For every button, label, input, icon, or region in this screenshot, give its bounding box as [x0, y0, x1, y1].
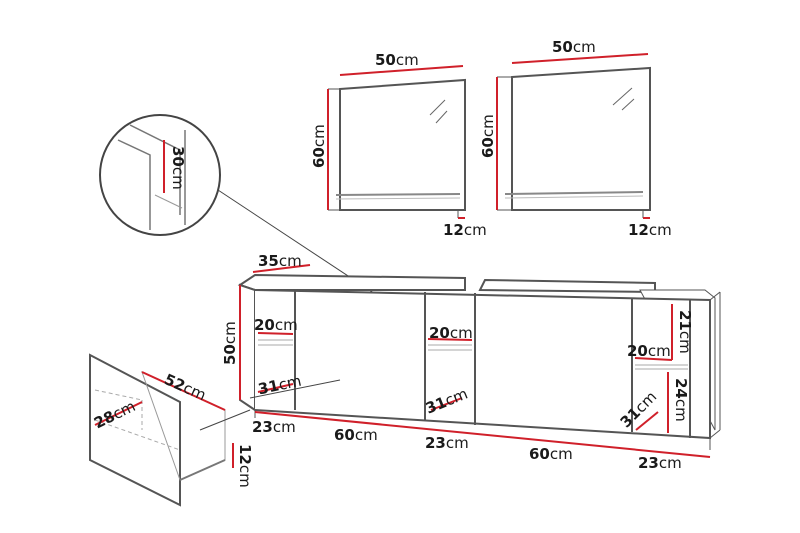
mid-shelf-upper-label: 20cm [429, 324, 473, 342]
bottom-dim-1: 23cm [252, 418, 296, 436]
cabinet [237, 273, 721, 450]
mirror-1 [327, 78, 466, 218]
mirror-1-height-label: 60cm [310, 124, 328, 168]
left-shelf-upper-label: 20cm [254, 316, 298, 334]
mirror-2 [496, 66, 651, 218]
detail-circle [99, 114, 393, 306]
cabinet-height-label: 50cm [221, 321, 239, 365]
right-shelf-upper-label: 20cm [627, 342, 671, 360]
mirror-1-shelf-label: 12cm [443, 221, 487, 239]
mirror-2-width-label: 50cm [552, 38, 596, 56]
bottom-dim-2: 60cm [334, 426, 378, 444]
cabinet-depth-label: 35cm [258, 252, 302, 270]
mirror-2-shelf-label: 12cm [628, 221, 672, 239]
mirror-1-width-label: 50cm [375, 51, 419, 69]
right-shelf-bottom-height-label: 24cm [672, 378, 690, 422]
dimension-lines [94, 53, 711, 468]
drawer [89, 353, 251, 507]
mirror-2-height-label: 60cm [479, 114, 497, 158]
bottom-dim-4: 60cm [529, 445, 573, 463]
right-shelf-top-height-label: 21cm [676, 310, 694, 354]
detail-height-label: 30cm [169, 146, 187, 190]
bottom-dim-5: 23cm [638, 454, 682, 472]
drawer-height-label: 12cm [236, 444, 254, 488]
bottom-dim-3: 23cm [425, 434, 469, 452]
